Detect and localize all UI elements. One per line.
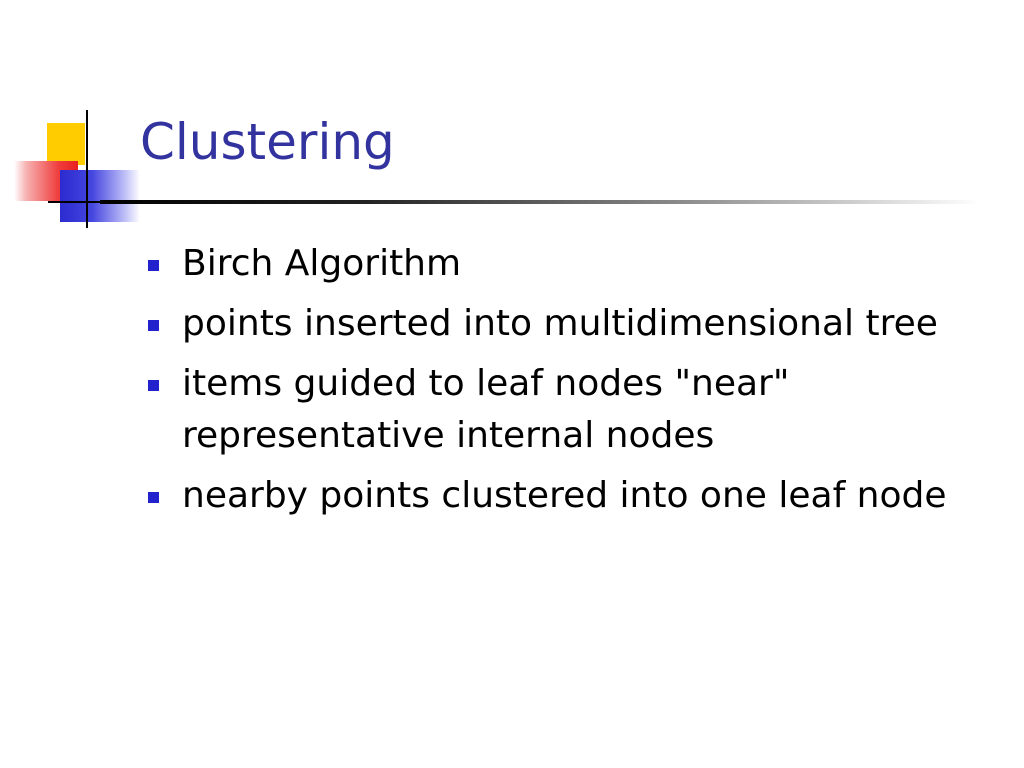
bullet-text: Birch Algorithm (182, 243, 462, 284)
bullet-item: points inserted into multidimensional tr… (140, 298, 960, 350)
bullet-square-icon (148, 260, 159, 271)
logo-blue-square (60, 170, 140, 222)
logo-horizontal-line (48, 201, 138, 203)
bullet-list: Birch Algorithm points inserted into mul… (140, 238, 960, 530)
bullet-square-icon (148, 380, 159, 391)
logo-vertical-line (86, 110, 88, 228)
bullet-text: items guided to leaf nodes "near" repres… (182, 363, 790, 456)
bullet-text: points inserted into multidimensional tr… (182, 303, 938, 344)
bullet-item: nearby points clustered into one leaf no… (140, 470, 960, 522)
bullet-square-icon (148, 492, 159, 503)
logo-yellow-square (47, 123, 85, 165)
bullet-text: nearby points clustered into one leaf no… (182, 475, 947, 516)
slide-title: Clustering (140, 113, 395, 171)
bullet-square-icon (148, 320, 159, 331)
title-underline-rule (100, 200, 980, 204)
bullet-item: Birch Algorithm (140, 238, 960, 290)
decorative-logo (0, 100, 150, 240)
bullet-item: items guided to leaf nodes "near" repres… (140, 358, 960, 462)
